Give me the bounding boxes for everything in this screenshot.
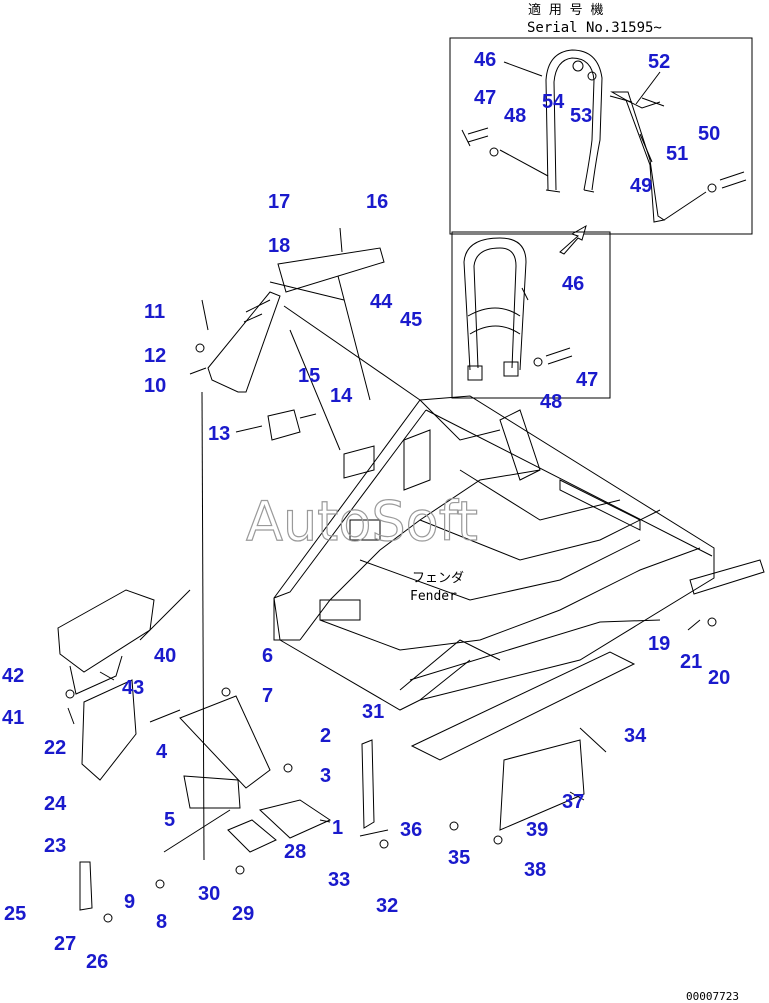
callout-13: 13 — [208, 423, 230, 445]
callout-22: 22 — [44, 737, 66, 759]
callout-4: 4 — [156, 741, 168, 763]
callout-25: 25 — [4, 903, 26, 925]
callout-47b: 47 — [576, 369, 598, 391]
callout-27: 27 — [54, 933, 76, 955]
callout-18: 18 — [268, 235, 290, 257]
handrail-lower — [463, 237, 573, 381]
callout-15: 15 — [298, 365, 320, 387]
step-plate — [57, 589, 717, 923]
callout-17: 17 — [268, 191, 290, 213]
callout-53: 53 — [570, 105, 592, 127]
callout-38: 38 — [524, 859, 546, 881]
callout-26: 26 — [86, 951, 108, 973]
callout-31: 31 — [362, 701, 384, 723]
revolving-frame — [273, 395, 765, 711]
callout-23: 23 — [44, 835, 66, 857]
callout-12: 12 — [144, 345, 166, 367]
callout-47: 47 — [474, 87, 496, 109]
fender-label: フェンダ Fender — [410, 571, 464, 604]
fender-en-label: Fender — [410, 589, 457, 604]
watermark: AutoSoft — [246, 490, 478, 553]
callout-54: 54 — [542, 91, 565, 113]
callout-48b: 48 — [540, 391, 562, 413]
callout-14: 14 — [330, 385, 353, 407]
callout-35: 35 — [448, 847, 470, 869]
callout-40: 40 — [154, 645, 176, 667]
callout-45: 45 — [400, 309, 422, 331]
callout-5: 5 — [164, 809, 175, 831]
callout-2: 2 — [320, 725, 331, 747]
callout-21: 21 — [680, 651, 702, 673]
callout-10: 10 — [144, 375, 166, 397]
callout-7: 7 — [262, 685, 273, 707]
callout-43: 43 — [122, 677, 144, 699]
callout-19: 19 — [648, 633, 670, 655]
callout-1: 1 — [332, 817, 343, 839]
upper-step-bracket — [195, 227, 385, 441]
callout-30: 30 — [198, 883, 220, 905]
callout-49: 49 — [630, 175, 652, 197]
pointer-arrow — [559, 224, 587, 255]
callout-48: 48 — [504, 105, 526, 127]
callout-44: 44 — [370, 291, 393, 313]
inset-box-upper — [449, 37, 753, 235]
callout-9: 9 — [124, 891, 135, 913]
callout-52: 52 — [648, 51, 670, 73]
inset-box-lower — [451, 231, 611, 399]
callout-46: 46 — [474, 49, 496, 71]
callout-51: 51 — [666, 143, 688, 165]
serial-number-label: Serial No.31595~ — [527, 20, 662, 36]
callout-37: 37 — [562, 791, 584, 813]
callout-46b: 46 — [562, 273, 584, 295]
callout-34: 34 — [624, 725, 647, 747]
callout-42: 42 — [2, 665, 24, 687]
callout-33: 33 — [328, 869, 350, 891]
callout-32: 32 — [376, 895, 398, 917]
callout-16: 16 — [366, 191, 388, 213]
callout-11: 11 — [144, 301, 165, 323]
serial-header: 適 用 号 機 Serial No.31595~ — [527, 2, 662, 36]
leader-lines — [99, 61, 701, 861]
callout-3: 3 — [320, 765, 331, 787]
callout-28: 28 — [284, 841, 306, 863]
handrail-upper — [461, 49, 747, 223]
callout-24: 24 — [44, 793, 67, 815]
callout-50: 50 — [698, 123, 720, 145]
callout-29: 29 — [232, 903, 254, 925]
drawing-number: 00007723 — [686, 990, 739, 1003]
callout-6: 6 — [262, 645, 273, 667]
callout-41: 41 — [2, 707, 24, 729]
fender-jp-label: フェンダ — [412, 571, 464, 586]
callout-36: 36 — [400, 819, 422, 841]
callout-20: 20 — [708, 667, 730, 689]
callout-8: 8 — [156, 911, 167, 933]
applicable-jp-label: 適 用 号 機 — [528, 2, 603, 18]
callout-39: 39 — [526, 819, 548, 841]
